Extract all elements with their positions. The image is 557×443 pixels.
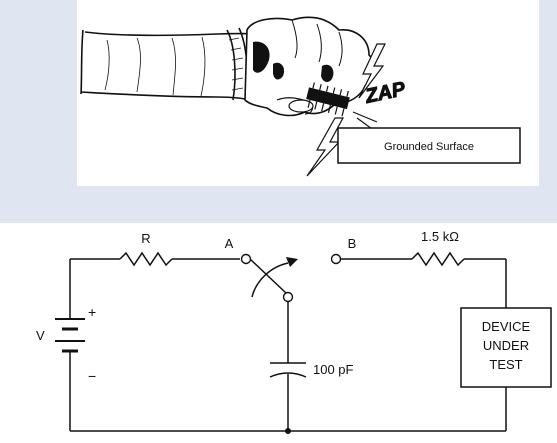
node-b-label: B (348, 236, 357, 251)
grounded-surface-label: Grounded Surface (384, 141, 474, 153)
fist-shading (253, 41, 334, 82)
switch-arm (249, 258, 287, 294)
device-label-line: UNDER (483, 338, 529, 353)
battery-plus-label: + (88, 304, 96, 320)
node-a-label: A (225, 236, 234, 251)
switch-swing-arc (251, 262, 289, 298)
arm-sleeve (80, 27, 264, 105)
resistor-1k5 (411, 251, 465, 267)
junction-dot (285, 428, 291, 434)
device-label-line: TEST (489, 357, 522, 372)
spark-bolt-icon (306, 117, 345, 177)
resistor-r (119, 251, 173, 267)
node-a-contact (240, 253, 252, 265)
node-b-contact (330, 253, 342, 265)
ic-chip (306, 87, 350, 110)
resistor-r-label: R (141, 231, 150, 246)
resistor-1k5-label: 1.5 kΩ (421, 229, 459, 244)
esd-circuit-panel: R A B 1.5 kΩ 100 pF V + − DEVICE UNDER T… (0, 223, 557, 443)
cuff-hatching (228, 37, 244, 91)
esd-illustration-panel: ZAP Grounded Surface (77, 0, 539, 186)
fingertip-with-chip (288, 82, 350, 117)
spark-bolt-icon (358, 43, 386, 99)
capacitor-label: 100 pF (313, 362, 354, 377)
battery-label: V (36, 328, 45, 343)
esd-illustration: ZAP Grounded Surface (80, 16, 521, 177)
switch-arrow-icon (286, 257, 298, 267)
capacitor-plate-bottom (269, 372, 307, 378)
grounded-surface-box (337, 127, 521, 164)
battery-minus-label: − (88, 368, 96, 384)
switch-pivot (282, 291, 294, 303)
device-label-line: DEVICE (482, 319, 531, 334)
esd-test-circuit: R A B 1.5 kΩ 100 pF V + − DEVICE UNDER T… (36, 229, 552, 434)
